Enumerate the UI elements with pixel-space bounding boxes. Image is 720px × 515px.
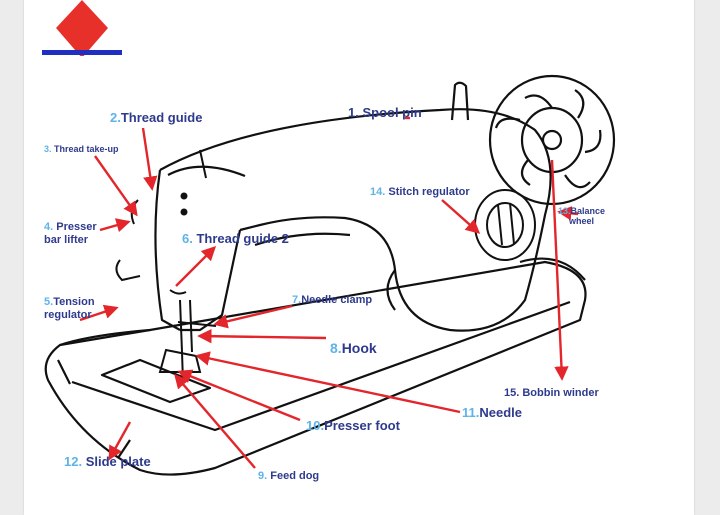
needle-head <box>115 149 217 383</box>
label-thread-guide-2: 6. Thread guide 2 <box>182 231 289 246</box>
label-slide-plate: 12. Slide plate <box>64 454 151 469</box>
label-presser-bar-lifter: 4. Presser bar lifter <box>44 221 97 246</box>
red-diamond-logo-icon <box>42 0 122 56</box>
callout-arrows <box>79 116 579 469</box>
balance-wheel <box>488 74 616 206</box>
label-tension-regulator: 5.Tension regulator <box>44 296 95 321</box>
label-thread-take-up: 3. Thread take-up <box>44 144 119 154</box>
label-stitch-regulator: 14. Stitch regulator <box>370 186 470 198</box>
label-feed-dog: 9. Feed dog <box>258 470 320 482</box>
label-presser-foot: 10.Presser foot <box>306 418 400 433</box>
machine-base <box>44 257 587 476</box>
label-bobbin-winder: 15. Bobbin winder <box>504 387 599 399</box>
label-hook: 8.Hook <box>330 340 377 356</box>
document-page <box>24 0 694 515</box>
label-needle: 11.Needle <box>462 405 522 420</box>
label-needle-clamp: 7.Needle clamp <box>292 294 373 306</box>
label-spool-pin: 1. Spool pin <box>348 105 422 120</box>
label-balance-wheel: 13.Balance wheel <box>558 206 606 227</box>
stitch-regulator-dial <box>474 189 536 261</box>
label-thread-guide: 2.Thread guide <box>110 110 203 125</box>
